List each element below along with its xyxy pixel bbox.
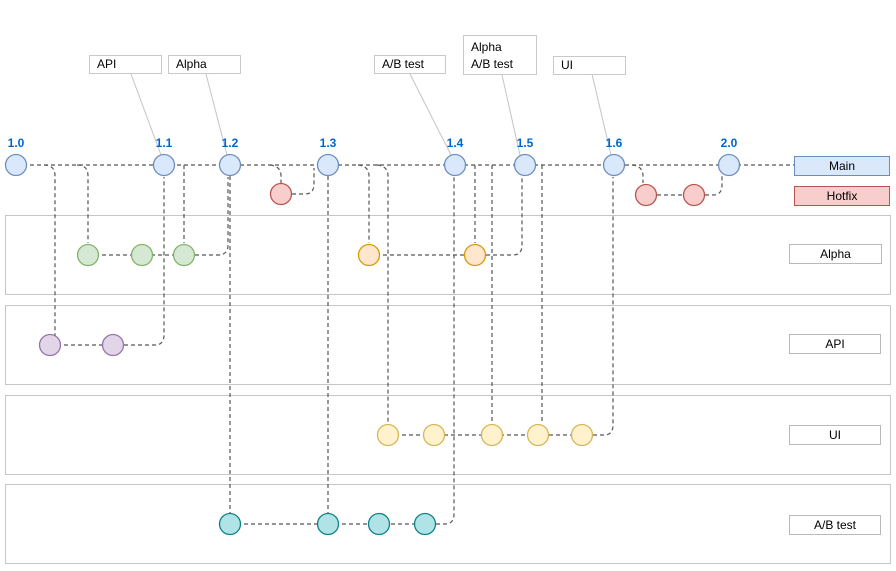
- commit-ui-4: [526, 423, 550, 447]
- commit-main-1.4: [443, 153, 467, 177]
- callout-alpha: Alpha: [168, 55, 241, 74]
- callout-abtest: A/B test: [374, 55, 446, 74]
- hotfix2-merge-line: [705, 176, 723, 196]
- alpha2-branch-line: [357, 164, 370, 243]
- commit-api-2: [101, 333, 125, 357]
- legend-main: Main: [794, 156, 890, 176]
- commit-alpha-3: [172, 243, 196, 267]
- commit-main-1.3: [316, 153, 340, 177]
- hotfix2-branch-line: [631, 164, 644, 183]
- abtest-merge-line: [436, 177, 455, 525]
- version-label-1.5: 1.5: [516, 136, 534, 150]
- callout-alpha-abtest-line1: Alpha: [471, 40, 502, 54]
- commit-ui-3: [480, 423, 504, 447]
- alpha-branch-line: [76, 164, 89, 243]
- commit-ui-1: [376, 423, 400, 447]
- ui-branch-line: [376, 164, 389, 423]
- lane-abtest: [5, 484, 891, 564]
- legend-hotfix: Hotfix: [794, 186, 890, 206]
- commit-main-1.5: [513, 153, 537, 177]
- commit-hotfix-1: [269, 182, 293, 206]
- callout-api: API: [89, 55, 162, 74]
- commit-ui-2: [422, 423, 446, 447]
- commit-hotfix-2: [634, 183, 658, 207]
- ui-merge-line: [593, 177, 614, 436]
- commit-hotfix-3: [682, 183, 706, 207]
- legend-alpha: Alpha: [789, 244, 882, 264]
- commit-abtest-2: [316, 512, 340, 536]
- version-label-1.1: 1.1: [155, 136, 173, 150]
- callout-alpha-abtest-line2: A/B test: [471, 57, 514, 71]
- commit-alpha-2: [130, 243, 154, 267]
- commit-main-1.6: [602, 153, 626, 177]
- commit-alpha-5: [463, 243, 487, 267]
- leader-line-api: [130, 73, 162, 156]
- version-label-1.3: 1.3: [319, 136, 337, 150]
- version-label-1.2: 1.2: [221, 136, 239, 150]
- hotfix1-branch-line: [269, 164, 282, 183]
- version-label-2.0: 2.0: [720, 136, 738, 150]
- version-label-1.0: 1.0: [7, 136, 25, 150]
- version-label-1.4: 1.4: [446, 136, 464, 150]
- legend-ui: UI: [789, 425, 881, 445]
- legend-api: API: [789, 334, 881, 354]
- commit-ui-5: [570, 423, 594, 447]
- commit-api-1: [38, 333, 62, 357]
- leader-line-ui: [591, 73, 612, 156]
- legend-abtest: A/B test: [789, 515, 881, 535]
- leader-line-alpha: [205, 73, 228, 156]
- commit-abtest-3: [367, 512, 391, 536]
- commit-abtest-1: [218, 512, 242, 536]
- commit-main-1.0: [4, 153, 28, 177]
- commit-main-1.2: [218, 153, 242, 177]
- api-branch-line: [43, 164, 56, 337]
- api-merge-line: [124, 177, 165, 346]
- leader-line-alpha-abtest: [501, 74, 521, 156]
- alpha2-merge-line: [486, 177, 523, 256]
- hotfix1-merge-line: [292, 168, 315, 195]
- commit-alpha-1: [76, 243, 100, 267]
- version-label-1.6: 1.6: [605, 136, 623, 150]
- commit-main-2.0: [717, 153, 741, 177]
- alpha-merge-line: [195, 177, 229, 256]
- commit-main-1.1: [152, 153, 176, 177]
- callout-ui: UI: [553, 56, 626, 75]
- commit-abtest-4: [413, 512, 437, 536]
- callout-alpha-abtest: Alpha A/B test: [463, 35, 537, 75]
- leader-line-abtest: [409, 73, 452, 156]
- commit-alpha-4: [357, 243, 381, 267]
